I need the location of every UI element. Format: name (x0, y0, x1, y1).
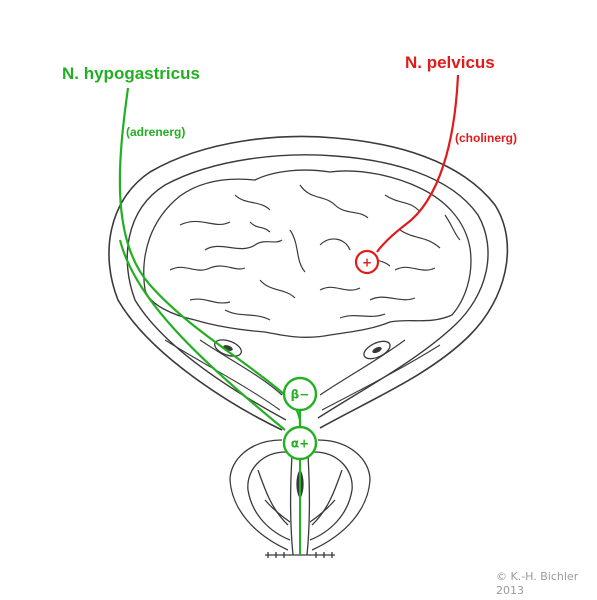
copyright-notice: © K.-H. Bichler 2013 (496, 570, 578, 598)
bladder-inner-wall (126, 154, 489, 421)
beta-receptor-node: β− (282, 376, 318, 412)
trigone-line-right (321, 344, 441, 411)
adrenergic-label: (adrenerg) (126, 125, 186, 139)
alpha-receptor-node: α+ (282, 425, 318, 461)
alpha-receptor-label: α+ (291, 437, 309, 451)
hypogastric-branch-to-alpha (118, 239, 286, 431)
copyright-year: 2013 (496, 584, 524, 597)
ureteric-orifice-right (363, 340, 391, 360)
mucosal-folds (169, 184, 461, 321)
trigone-left (199, 339, 283, 396)
pelvic-nerve-fibre (376, 74, 460, 253)
trigone-right (319, 339, 406, 396)
bladder-mucosa-outline (143, 169, 472, 338)
cholinergic-receptor-node: + (354, 249, 380, 275)
pelvic-nerve-label: N. pelvicus (405, 53, 495, 72)
cholinergic-receptor-label: + (362, 256, 372, 270)
copyright-author: © K.-H. Bichler (496, 570, 579, 583)
cholinergic-label: (cholinerg) (455, 131, 517, 145)
ureteric-orifice-left (213, 339, 243, 357)
prostate (229, 439, 371, 558)
hypogastric-nerve-label: N. hypogastricus (62, 64, 200, 83)
trigone-line-left (164, 339, 281, 411)
beta-receptor-label: β− (291, 388, 310, 402)
bladder-outer-wall (108, 135, 509, 431)
